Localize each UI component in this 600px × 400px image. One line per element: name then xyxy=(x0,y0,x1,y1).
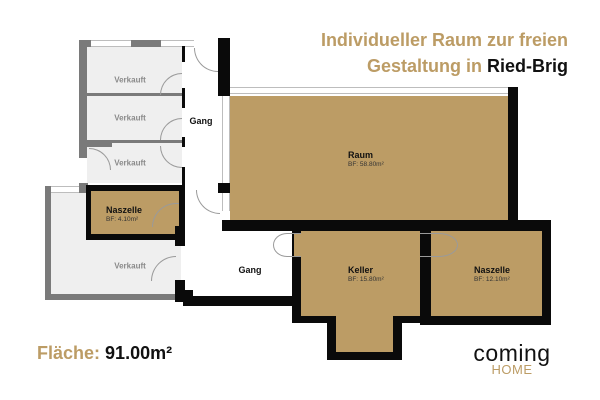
room-name: Naszelle xyxy=(106,205,143,215)
title-line-1: Individueller Raum zur freien xyxy=(320,30,568,50)
area-label: Fläche: xyxy=(37,343,101,363)
area-summary: Fläche: 91.00m² xyxy=(37,343,172,364)
wall-raum-bottom xyxy=(222,220,518,231)
coming-home-logo: coming HOME xyxy=(467,340,557,377)
wall-gang-right xyxy=(218,38,230,96)
room-label-naszelle-small: Naszelle BF: 4.10m² xyxy=(106,205,142,223)
wall-sold4-left xyxy=(45,186,51,300)
window-sold-top-a xyxy=(91,40,131,47)
wall-sold-div-2b xyxy=(79,140,112,147)
door-arc-icon xyxy=(194,48,218,72)
room-label-naszelle-large: Naszelle BF: 12.10m² xyxy=(474,265,510,283)
wall-sold-top-a xyxy=(79,40,91,47)
room-area: BF: 12.10m² xyxy=(474,276,510,283)
sold-unit-label: Verkauft xyxy=(114,261,146,271)
room-raum xyxy=(230,96,508,220)
door-arc-icon xyxy=(420,233,458,257)
page-title: Individueller Raum zur freien Gestaltung… xyxy=(321,27,568,79)
area-value: 91.00m² xyxy=(105,343,173,363)
logo-wordmark-bottom: HOME xyxy=(491,362,533,377)
room-area: BF: 4.10m² xyxy=(106,216,139,223)
room-name: Keller xyxy=(348,265,374,275)
sold-unit-label: Verkauft xyxy=(114,75,146,85)
wall-gang-left-4 xyxy=(182,167,185,185)
door-arc-icon xyxy=(273,233,301,257)
window-sold4-top xyxy=(51,186,79,193)
wall-raum-right xyxy=(508,87,518,232)
wall-sold-div-1 xyxy=(87,93,182,96)
window-gang-right xyxy=(222,96,230,211)
title-line-2: Gestaltung in Ried-Brig xyxy=(366,56,568,76)
wall-gang-right-low xyxy=(218,183,230,193)
corridor-label: Gang xyxy=(238,265,262,275)
wall-sold4-bottom xyxy=(45,294,181,300)
wall-gang-left-2 xyxy=(182,88,185,108)
sold-unit-label: Verkauft xyxy=(114,158,146,168)
room-name: Naszelle xyxy=(474,265,511,275)
room-label-keller: Keller BF: 15.80m² xyxy=(348,265,384,283)
room-area: BF: 15.80m² xyxy=(348,276,384,283)
room-keller-bay xyxy=(336,314,393,352)
room-label-raum: Raum BF: 58.80m² xyxy=(348,150,384,168)
room-area: BF: 58.80m² xyxy=(348,161,384,168)
room-name: Raum xyxy=(348,150,374,160)
location-name: Ried-Brig xyxy=(487,56,568,76)
window-sold-top-b xyxy=(161,40,194,47)
window-raum-top xyxy=(230,87,518,94)
wall-gang-left-3 xyxy=(182,137,185,147)
room-keller xyxy=(301,231,420,316)
corridor-label: Gang xyxy=(189,116,213,126)
wall-gang-lower-left-1 xyxy=(175,226,185,246)
wall-gang-left-1 xyxy=(182,46,185,62)
sold-unit-label: Verkauft xyxy=(114,113,146,123)
door-arc-icon xyxy=(196,190,220,214)
logo-wordmark-top: coming xyxy=(473,340,551,366)
wall-gang-lower-bottom xyxy=(183,296,298,306)
wall-sold-div-2 xyxy=(87,140,182,143)
wall-sold4-top-stub xyxy=(79,183,88,193)
wall-gang-lower-left-2 xyxy=(175,280,185,302)
wall-sold-left xyxy=(79,40,87,158)
wall-sold-top-b xyxy=(131,40,161,47)
